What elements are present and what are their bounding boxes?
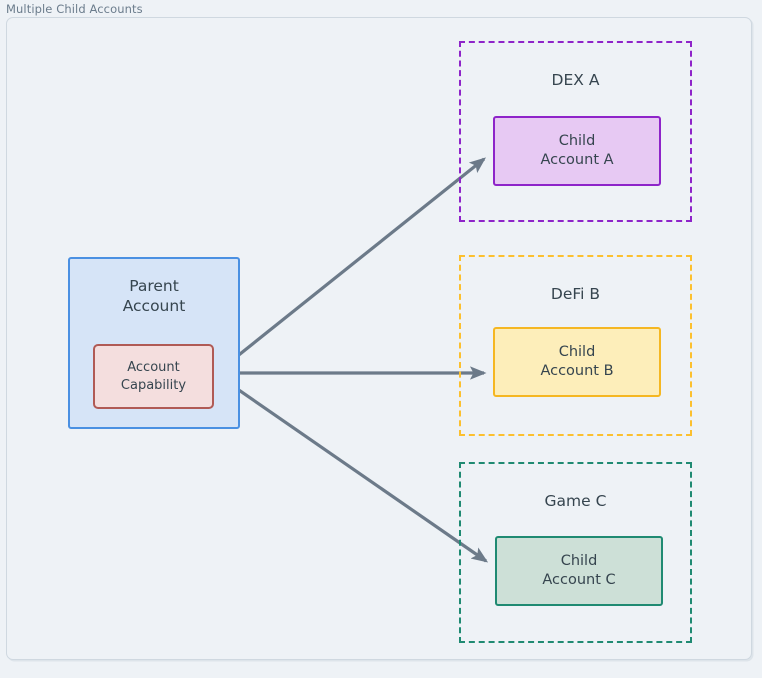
group-dex-a-label: DEX A xyxy=(551,71,600,89)
account-capability-label-line2: Capability xyxy=(120,377,187,393)
group-game-c: Game C xyxy=(459,462,692,643)
child-account-b-node[interactable]: Child Account B xyxy=(493,327,661,397)
child-account-a-label-line1: Child xyxy=(558,132,596,149)
diagram-title: Multiple Child Accounts xyxy=(6,2,143,16)
child-account-c-label-line2: Account C xyxy=(542,572,616,588)
parent-account-label-line2: Account xyxy=(122,297,186,316)
child-account-a-label-line2: Account A xyxy=(540,152,614,168)
parent-account-label-line1: Parent xyxy=(129,277,179,295)
child-account-c-node[interactable]: Child Account C xyxy=(495,536,663,606)
child-account-c-label-line1: Child xyxy=(560,552,598,569)
group-game-c-label: Game C xyxy=(544,492,607,510)
account-capability-label-line1: Account xyxy=(127,360,180,376)
account-capability-node[interactable]: Account Capability xyxy=(93,344,214,409)
child-account-b-label-line1: Child xyxy=(558,343,596,360)
group-defi-b: DeFi B xyxy=(459,255,692,436)
group-defi-b-label: DeFi B xyxy=(550,285,601,303)
group-dex-a: DEX A xyxy=(459,41,692,222)
child-account-b-label-line2: Account B xyxy=(540,363,614,379)
child-account-a-node[interactable]: Child Account A xyxy=(493,116,661,186)
